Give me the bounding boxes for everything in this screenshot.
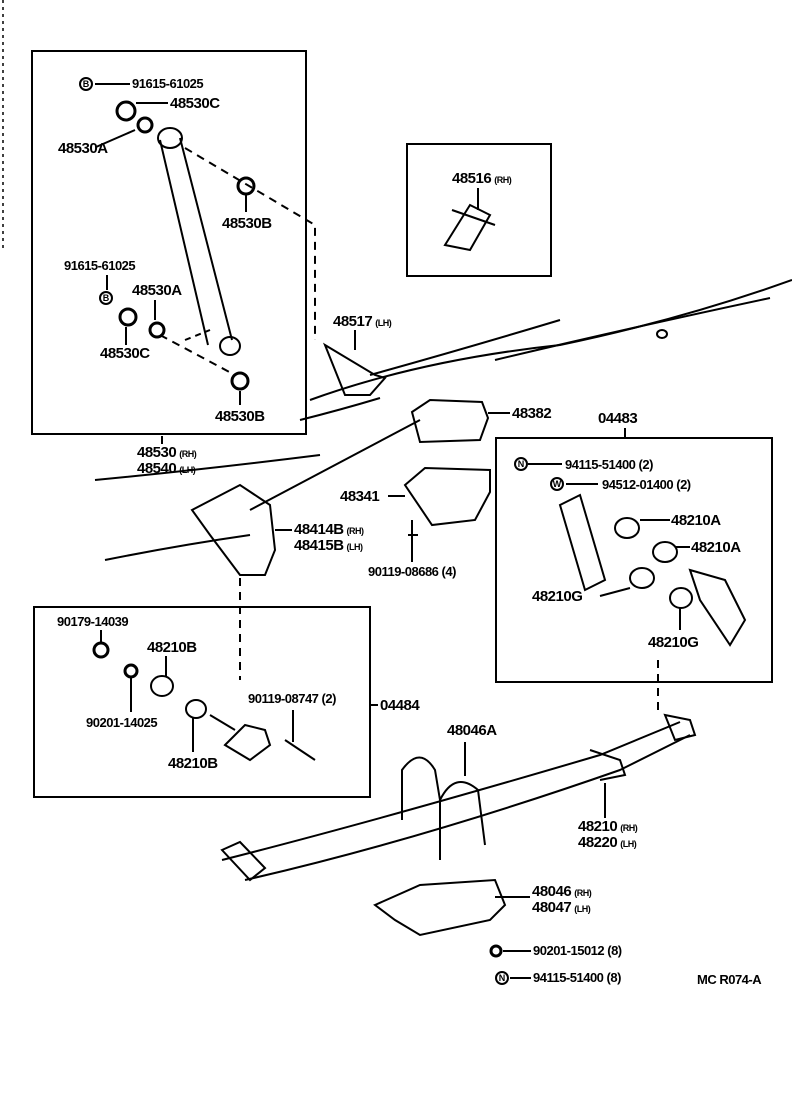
part-number: 48210 xyxy=(578,818,618,835)
part-label[interactable]: 48517(LH) xyxy=(333,313,392,330)
part-label[interactable]: 48046A xyxy=(447,722,497,739)
part-number: 48517 xyxy=(333,313,373,330)
side-tag: (RH) xyxy=(346,526,365,536)
part-label[interactable]: 48530A xyxy=(132,282,182,299)
part-number: 48047 xyxy=(532,899,572,916)
part-label[interactable]: 48210G xyxy=(532,588,583,605)
part-label[interactable]: 90119-08747 (2) xyxy=(248,691,336,706)
cushion-c-top xyxy=(115,100,137,122)
part-number: 48415B xyxy=(294,537,344,554)
side-tag: (LH) xyxy=(574,904,591,914)
part-label[interactable]: 48210B xyxy=(168,755,218,772)
shock-bracket-rh-box xyxy=(406,143,552,277)
part-label[interactable]: 90201-15012 (8) xyxy=(533,943,622,958)
part-label-rh[interactable]: 48046(RH) xyxy=(532,883,592,900)
part-label-lh[interactable]: 48220(LH) xyxy=(578,834,637,851)
part-label[interactable]: 48210B xyxy=(147,639,197,656)
part-label-rh[interactable]: 48210(RH) xyxy=(578,818,638,835)
pin-kit-box xyxy=(33,606,371,798)
part-label[interactable]: 94115-51400 (2) xyxy=(565,457,653,472)
part-label[interactable]: 94512-01400 (2) xyxy=(602,477,691,492)
part-number: 48516 xyxy=(452,170,492,187)
shock-absorber-detail-box xyxy=(31,50,307,435)
side-tag: (LH) xyxy=(346,542,364,552)
part-label[interactable]: 90201-14025 xyxy=(86,715,158,730)
part-label[interactable]: 91615-61025 xyxy=(64,258,136,273)
shackle-kit-box xyxy=(495,437,773,683)
nut-badge-b-top: B xyxy=(79,77,93,91)
shackle-plate xyxy=(558,493,607,592)
side-tag: (LH) xyxy=(620,839,637,849)
shock-body xyxy=(159,137,233,346)
diagram-code: MC R074-A xyxy=(697,972,762,987)
part-number: 48046 xyxy=(532,883,572,900)
frame-rail-mid xyxy=(494,297,771,361)
part-label-lh[interactable]: 48540(LH) xyxy=(137,460,196,477)
part-label[interactable]: 90119-08686 (4) xyxy=(368,564,456,579)
part-label[interactable]: 48530B xyxy=(215,408,265,425)
frame-rail-lower xyxy=(94,454,321,481)
frame-hole xyxy=(656,329,668,339)
kit-label[interactable]: 04484 xyxy=(380,697,420,714)
part-label[interactable]: 48210A xyxy=(691,539,741,556)
guide-line xyxy=(249,419,421,511)
part-label[interactable]: 48210A xyxy=(671,512,721,529)
part-label[interactable]: 48530A xyxy=(58,140,108,157)
frame-rail-inner xyxy=(369,319,561,376)
part-label[interactable]: 48341 xyxy=(340,488,380,505)
side-tag: (LH) xyxy=(375,318,392,328)
nut-badge-n: N xyxy=(514,457,528,471)
part-label[interactable]: 48382 xyxy=(512,405,552,422)
part-number: 48530 xyxy=(137,444,177,461)
part-label-lh[interactable]: 48047(LH) xyxy=(532,899,591,916)
nut-badge-n-bottom: N xyxy=(495,971,509,985)
side-tag: (RH) xyxy=(620,823,638,833)
part-label[interactable]: 48210G xyxy=(648,634,699,651)
part-label[interactable]: 48516(RH) xyxy=(452,170,512,187)
part-number: 48220 xyxy=(578,834,618,851)
nut-badge-b-bottom: B xyxy=(99,291,113,305)
washer-badge-w: W xyxy=(550,477,564,491)
leaf-spring-top xyxy=(221,721,681,861)
part-label[interactable]: 48530C xyxy=(100,345,150,362)
part-label[interactable]: 48530B xyxy=(222,215,272,232)
part-label[interactable]: 48530C xyxy=(170,95,220,112)
leaf-spring-bottom xyxy=(244,734,691,881)
side-tag: (RH) xyxy=(179,449,197,459)
part-label[interactable]: 94115-51400 (8) xyxy=(533,970,621,985)
side-tag: (RH) xyxy=(494,175,512,185)
part-number: 48540 xyxy=(137,460,177,477)
part-label-rh[interactable]: 48414B(RH) xyxy=(294,522,364,537)
part-number: 48414B xyxy=(294,521,344,538)
part-label-rh[interactable]: 48530(RH) xyxy=(137,444,197,461)
side-tag: (RH) xyxy=(574,888,592,898)
part-label[interactable]: 91615-61025 xyxy=(132,76,204,91)
part-label-lh[interactable]: 48415B(LH) xyxy=(294,538,363,553)
part-label[interactable]: 90179-14039 xyxy=(57,614,129,629)
side-tag: (LH) xyxy=(179,465,196,475)
kit-label[interactable]: 04483 xyxy=(598,410,638,427)
